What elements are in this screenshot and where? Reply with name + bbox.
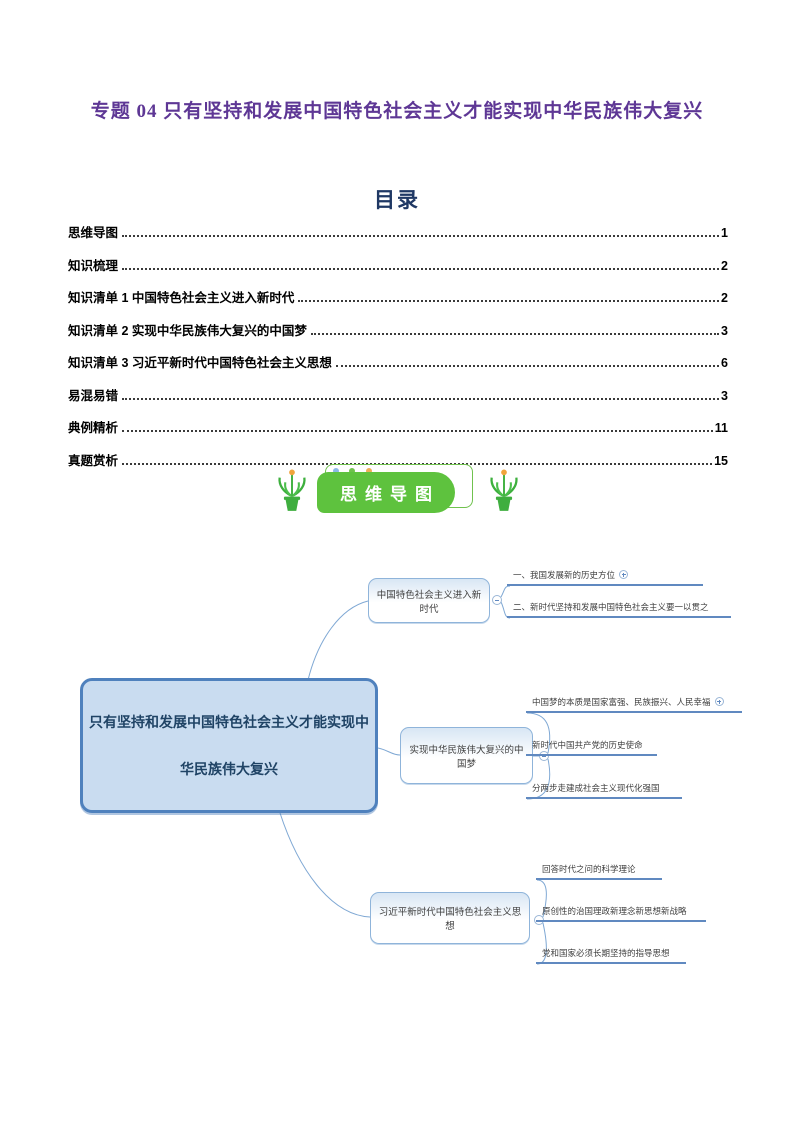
expand-plus-icon xyxy=(619,570,629,579)
toc-entry-label: 典例精析 xyxy=(68,421,119,435)
section-banner-label: 思维导图 xyxy=(340,485,440,504)
mindmap-child-node: 原创性的治国理政新理念新思想新战略 xyxy=(536,905,706,922)
mindmap-child-node: 中国梦的本质是国家富强、民族振兴、人民幸福 xyxy=(526,696,742,713)
mindmap-child-node: 党和国家必须长期坚持的指导思想 xyxy=(536,947,686,964)
toc-page-number: 15 xyxy=(714,453,728,468)
mindmap-child-node: 二、新时代坚持和发展中国特色社会主义要一以贯之 xyxy=(507,601,731,618)
collapse-minus-icon xyxy=(539,751,549,761)
toc-entry[interactable]: 知识梳理 2 xyxy=(68,255,728,288)
mindmap-child-label: 回答时代之问的科学理论 xyxy=(542,864,636,874)
toc-leader-dots xyxy=(122,267,720,270)
toc-entry-label: 思维导图 xyxy=(68,226,119,240)
toc-page-number: 1 xyxy=(721,226,728,240)
mindmap-child-node: 一、我国发展新的历史方位 xyxy=(507,569,703,586)
toc-entry[interactable]: 知识清单 1 中国特色社会主义进入新时代 2 xyxy=(68,287,728,320)
toc-leader-dots xyxy=(335,364,720,367)
mindmap-child-node: 分两步走建成社会主义现代化强国 xyxy=(526,782,682,799)
toc-entry-label: 知识清单 2 实现中华民族伟大复兴的中国梦 xyxy=(68,323,307,338)
toc-page-number: 11 xyxy=(714,421,728,435)
table-of-contents: 思维导图 1 知识梳理 2 知识清单 1 中国特色社会主义进入新时代 2 知识清… xyxy=(68,222,728,482)
toc-entry[interactable]: 思维导图 1 xyxy=(68,222,728,255)
toc-entry-label: 真题赏析 xyxy=(68,453,119,468)
mindmap-child-node: 新时代中国共产党的历史使命 xyxy=(526,739,657,756)
mindmap-child-label: 二、新时代坚持和发展中国特色社会主义要一以贯之 xyxy=(513,602,709,612)
collapse-minus-icon xyxy=(492,595,502,605)
toc-entry-label: 知识梳理 xyxy=(68,258,119,273)
banner-dot-green xyxy=(349,468,355,474)
toc-page-number: 3 xyxy=(721,388,728,403)
toc-entry-label: 知识清单 3 习近平新时代中国特色社会主义思想 xyxy=(68,356,332,370)
mindmap-branch-node: 中国特色社会主义进入新时代 xyxy=(368,578,490,623)
section-banner: 思维导图 xyxy=(317,472,455,513)
mindmap-child-label: 原创性的治国理政新理念新思想新战略 xyxy=(542,906,687,916)
toc-leader-dots xyxy=(310,332,720,335)
mindmap-root-node: 只有坚持和发展中国特色社会主义才能实现中华民族伟大复兴 xyxy=(80,678,378,813)
toc-page-number: 3 xyxy=(721,323,728,338)
toc-heading: 目录 xyxy=(374,189,420,212)
potted-plant-icon xyxy=(278,469,306,511)
potted-plant-icon xyxy=(490,469,518,511)
toc-leader-dots xyxy=(122,234,720,237)
mindmap-child-label: 中国梦的本质是国家富强、民族振兴、人民幸福 xyxy=(532,697,711,707)
toc-leader-dots xyxy=(122,429,713,432)
toc-leader-dots xyxy=(122,462,713,465)
toc-entry-label: 知识清单 1 中国特色社会主义进入新时代 xyxy=(68,291,295,305)
mindmap-child-label: 新时代中国共产党的历史使命 xyxy=(532,740,643,750)
banner-dot-orange xyxy=(366,468,372,474)
document-title: 专题 04 只有坚持和发展中国特色社会主义才能实现中华民族伟大复兴 xyxy=(90,101,704,122)
toc-page-number: 2 xyxy=(721,258,728,273)
mindmap-child-label: 一、我国发展新的历史方位 xyxy=(513,570,616,580)
toc-entry[interactable]: 真题赏析 15 xyxy=(68,450,728,483)
mindmap-child-node: 回答时代之问的科学理论 xyxy=(536,863,662,880)
toc-entry[interactable]: 易混易错 3 xyxy=(68,385,728,418)
mindmap-child-label: 分两步走建成社会主义现代化强国 xyxy=(532,783,660,793)
toc-entry[interactable]: 知识清单 2 实现中华民族伟大复兴的中国梦 3 xyxy=(68,320,728,353)
toc-page-number: 6 xyxy=(721,356,728,370)
expand-plus-icon xyxy=(714,697,724,706)
mindmap-branch-node: 习近平新时代中国特色社会主义思想 xyxy=(370,892,530,944)
mindmap-child-label: 党和国家必须长期坚持的指导思想 xyxy=(542,948,670,958)
mindmap-branch-node: 实现中华民族伟大复兴的中国梦 xyxy=(400,727,533,784)
toc-entry[interactable]: 典例精析 11 xyxy=(68,417,728,450)
toc-entry[interactable]: 知识清单 3 习近平新时代中国特色社会主义思想 6 xyxy=(68,352,728,385)
toc-leader-dots xyxy=(122,397,720,400)
toc-entry-label: 易混易错 xyxy=(68,388,119,403)
toc-page-number: 2 xyxy=(721,291,728,305)
banner-dot-blue xyxy=(333,468,339,474)
toc-leader-dots xyxy=(298,299,720,302)
